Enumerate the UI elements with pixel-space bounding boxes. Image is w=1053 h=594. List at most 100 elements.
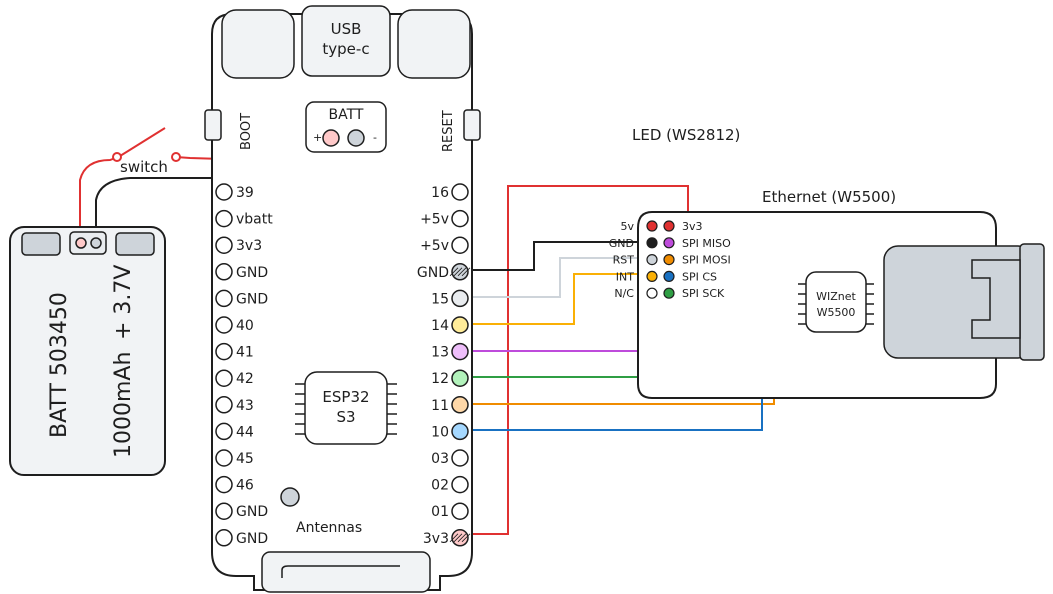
bottom-connector <box>261 551 431 593</box>
batt-plus-pad <box>322 129 340 147</box>
left-pin-label: GND <box>236 265 268 281</box>
reset-button[interactable] <box>463 109 481 141</box>
boot-label: BOOT <box>239 113 254 150</box>
left-pin-label: 40 <box>236 318 254 334</box>
pad-hatch <box>457 533 467 543</box>
antenna-connector <box>280 487 300 507</box>
pad-hatch <box>449 267 459 277</box>
right-pin-pad <box>451 289 469 308</box>
battery-pad-right <box>115 232 155 256</box>
left-pin-label: 44 <box>236 424 254 440</box>
eth-right-pin <box>663 287 675 299</box>
battery-label-voltage: + 3.7V <box>111 265 136 340</box>
right-pin-pad <box>451 529 469 547</box>
battery-pad-left <box>21 232 61 256</box>
usb-label-2: type-c <box>322 40 369 58</box>
eth-right-pin <box>663 270 675 282</box>
right-pin-label: 3v3 <box>423 531 449 547</box>
eth-left-label: 5v <box>620 220 634 233</box>
wire-3v3 <box>470 185 689 535</box>
right-pin-label: +5v <box>420 212 449 228</box>
left-pin-label: GND <box>236 531 268 547</box>
right-pin-pad <box>451 396 469 414</box>
left-pin-label: GND <box>236 504 268 520</box>
battery: BATT 503450 + 3.7V 1000mAh <box>9 226 166 476</box>
w5500-label-1: WIZnet <box>816 290 856 303</box>
wire-rst <box>470 257 642 298</box>
eth-right-label: SPI MISO <box>682 237 731 250</box>
usb-connector <box>301 5 391 77</box>
eth-left-pin <box>646 254 658 266</box>
right-pin-label: 01 <box>431 504 449 520</box>
left-pin-pad <box>215 422 233 441</box>
eth-right-label: SPI CS <box>682 270 717 283</box>
left-pin-pad <box>215 475 233 494</box>
pad-hatch <box>449 533 459 543</box>
right-pin-label: 11 <box>431 398 449 414</box>
battery-plus-terminal <box>75 237 87 249</box>
right-pin-label: GND <box>417 265 449 281</box>
left-pin-pad <box>215 502 233 520</box>
eth-left-pin <box>646 270 658 282</box>
eth-left-label: N/C <box>614 287 634 300</box>
eth-right-pin <box>663 220 675 232</box>
left-pin-label: GND <box>236 291 268 307</box>
w5500-chip: WIZnet W5500 <box>798 271 874 333</box>
battery-label-capacity: 1000mAh <box>111 352 136 458</box>
batt-minus-pad <box>347 129 365 147</box>
right-pin-pad <box>451 342 469 361</box>
eth-left-label: INT <box>616 270 634 283</box>
eth-left-pin <box>646 237 658 249</box>
left-pin-label: 41 <box>236 345 254 361</box>
chip-label-1: ESP32 <box>322 388 369 406</box>
wire-batt-red <box>79 156 119 240</box>
left-pin-pad <box>215 183 233 201</box>
right-pin-label: 16 <box>431 185 449 201</box>
left-pin-pad <box>215 316 233 334</box>
batt-label: BATT <box>329 107 364 123</box>
eth-right-label: SPI SCK <box>682 287 725 300</box>
left-pin-label: 45 <box>236 451 254 467</box>
left-pin-label: vbatt <box>236 212 273 228</box>
left-pin-pad <box>215 342 233 361</box>
right-pin-label: 15 <box>431 291 449 307</box>
right-pin-label: 02 <box>431 478 449 494</box>
batt-minus-label: - <box>373 131 377 144</box>
left-pin-label: 39 <box>236 185 254 201</box>
right-pin-label: 14 <box>431 318 449 334</box>
left-pin-pad <box>215 449 233 467</box>
battery-label-model: BATT 503450 <box>47 292 72 438</box>
wire-gnd <box>470 241 642 271</box>
left-pin-label: 3v3 <box>236 238 262 254</box>
right-pin-pad <box>451 475 469 494</box>
left-pin-pad <box>215 263 233 281</box>
right-pin-label: 13 <box>431 345 449 361</box>
right-pin-pad <box>451 502 469 520</box>
switch-contact-b <box>171 152 181 162</box>
right-pin-pad <box>451 369 469 387</box>
left-pin-pad <box>215 369 233 387</box>
wire-int <box>470 273 642 325</box>
right-pin-pad <box>451 316 469 334</box>
left-pin-pad <box>215 289 233 308</box>
reset-label: RESET <box>441 110 456 152</box>
left-pin-label: 43 <box>236 398 254 414</box>
right-pin-pad <box>451 422 469 441</box>
led-label: LED (WS2812) <box>632 126 740 144</box>
boot-button[interactable] <box>204 109 222 141</box>
right-pin-pad <box>451 236 469 254</box>
eth-right-label: SPI MOSI <box>682 254 731 267</box>
eth-left-label: RST <box>613 254 635 267</box>
esp32-chip: ESP32 S3 <box>295 371 397 445</box>
left-pin-label: 42 <box>236 371 254 387</box>
left-pin-pad <box>215 529 233 547</box>
right-pin-pad <box>451 263 469 281</box>
antennas-label: Antennas <box>296 520 362 536</box>
board-block-right <box>397 9 471 79</box>
eth-right-pin <box>663 237 675 249</box>
battery-minus-terminal <box>90 237 102 249</box>
ethernet-title: Ethernet (W5500) <box>762 188 896 206</box>
wire-switch-lever <box>119 127 166 157</box>
